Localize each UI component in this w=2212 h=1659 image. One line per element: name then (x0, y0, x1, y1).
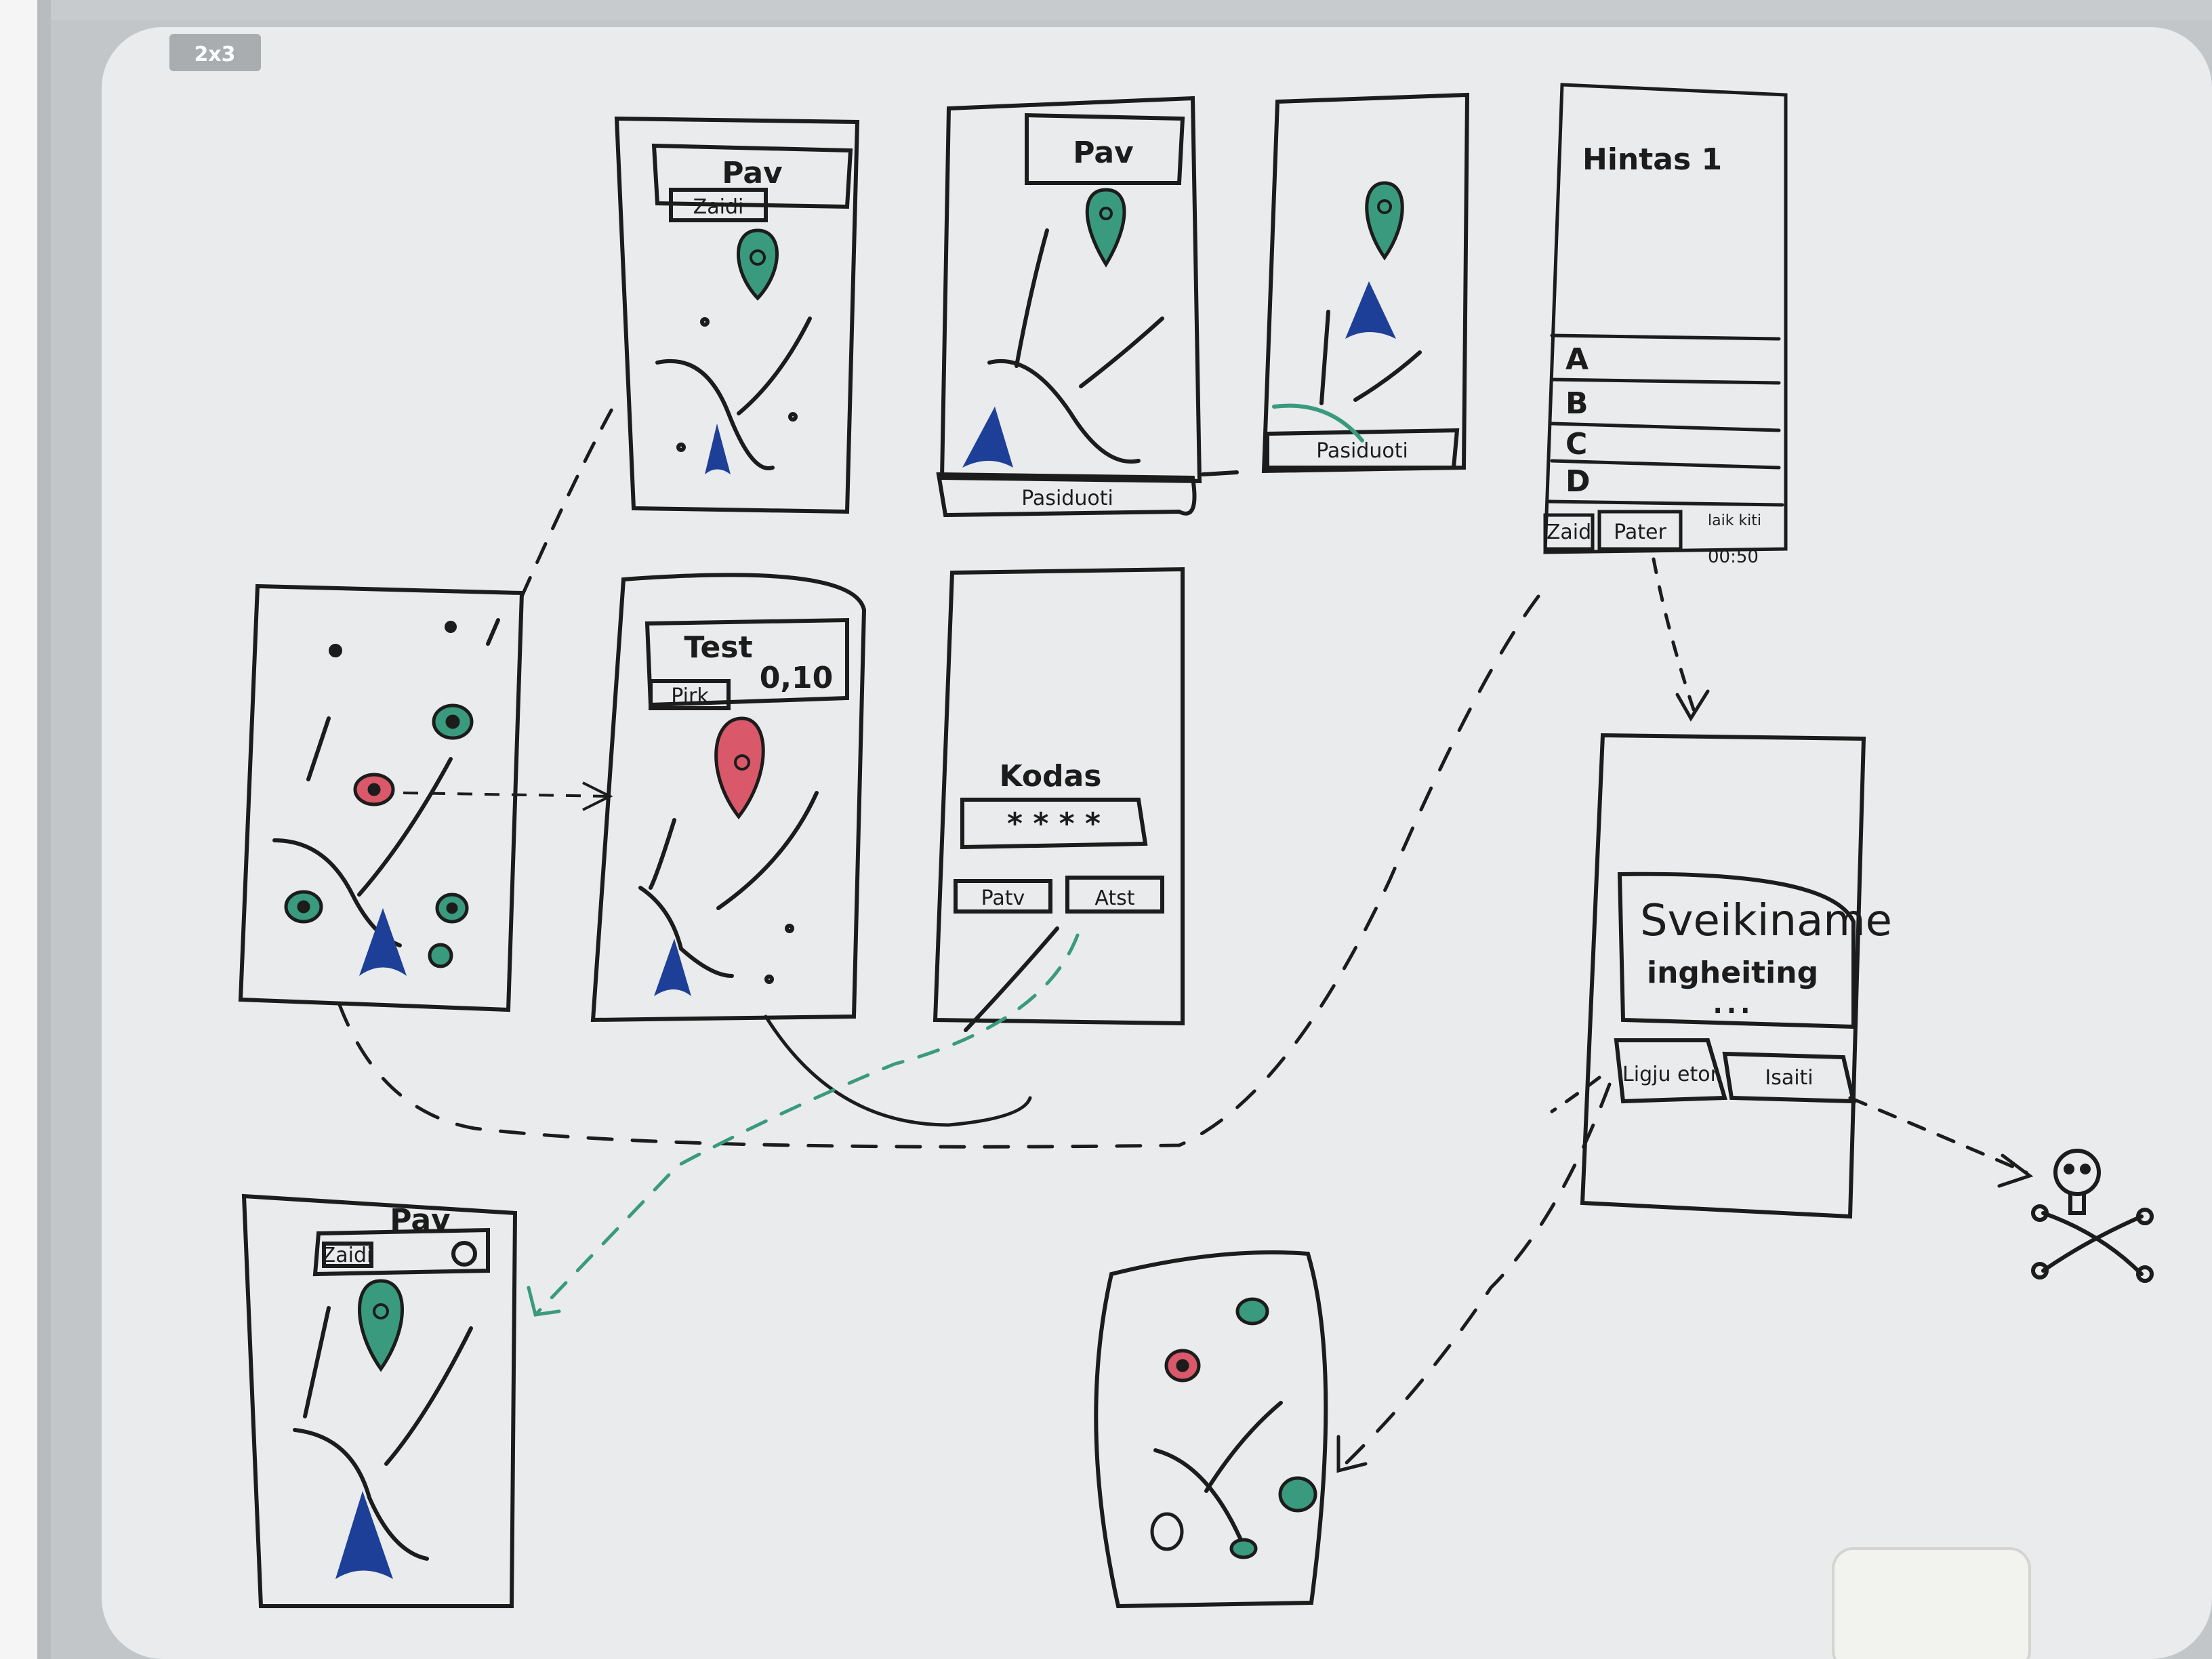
sketch-map-small (1261, 92, 1470, 474)
brand-logo-text: 2x3 (194, 43, 235, 66)
location-pin-icon (737, 228, 779, 301)
test-value: 0,10 (760, 661, 834, 695)
bottom-map-button[interactable]: Zaidi (322, 1244, 373, 1267)
hints-timer-label: laik kiti (1708, 512, 1761, 529)
user-arrow-icon (705, 424, 731, 474)
hints-option-b[interactable]: B (1565, 386, 1589, 421)
whiteboard-surface (102, 27, 2212, 1659)
user-arrow-icon (1345, 281, 1396, 339)
light-switch (1832, 1547, 2031, 1659)
code-label: Kodas (1000, 759, 1102, 794)
dialog-dots: ... (1711, 974, 1752, 1024)
map-plain-footer[interactable]: Pasiduoti (1021, 487, 1113, 510)
location-pin-icon (358, 1279, 404, 1372)
code-confirm-button[interactable]: Patv (981, 886, 1025, 910)
map-small-footer[interactable]: Pasiduoti (1316, 439, 1408, 463)
sketch-bottom-center-map (1094, 1250, 1328, 1609)
code-field[interactable]: * * * * (1007, 806, 1101, 841)
sketch-hints (1543, 83, 1788, 554)
user-arrow-icon (654, 939, 691, 996)
location-pin-icon (714, 716, 765, 820)
map-header-title: Pav (722, 156, 783, 190)
dialog-message-line1: Sveikiname (1640, 896, 1892, 946)
hints-option-a[interactable]: A (1565, 342, 1589, 377)
test-button[interactable]: Pirk (671, 684, 709, 708)
hints-button-confirm[interactable]: Pater (1614, 520, 1666, 544)
user-arrow-icon (962, 407, 1013, 468)
brand-logo (169, 34, 261, 71)
flow-arrows (337, 405, 2034, 1473)
hints-option-c[interactable]: C (1565, 427, 1587, 462)
waypoint-markers (284, 703, 474, 968)
sketch-code-screen (933, 567, 1185, 1032)
user-arrow-icon (335, 1491, 393, 1579)
location-pin-icon (1365, 181, 1404, 261)
waypoint-markers (1150, 1297, 1317, 1559)
location-pin-icon (1085, 188, 1126, 268)
hints-title: Hintas 1 (1582, 142, 1722, 177)
sketch-test-screen (590, 573, 867, 1023)
hints-timer-value: 00:50 (1708, 547, 1759, 567)
sketch-bottom-map (241, 1193, 518, 1608)
test-title: Test (684, 630, 752, 665)
hints-option-d[interactable]: D (1565, 464, 1591, 499)
map-header-button[interactable]: Zaidi (693, 195, 744, 219)
sketch-map-plain (936, 96, 1239, 518)
hints-button-play[interactable]: Zaid (1547, 520, 1591, 544)
skull-crossbones-icon (2031, 1149, 2154, 1283)
bottom-map-title: Pav (390, 1203, 451, 1237)
code-cancel-button[interactable]: Atst (1094, 886, 1134, 910)
dialog-message-line2: ingheiting (1647, 956, 1818, 990)
dialog-exit-button[interactable]: Isaiti (1765, 1066, 1813, 1090)
dialog-play-again-button[interactable]: Ligju etor (1622, 1063, 1719, 1086)
sketch-map-with-header (614, 116, 860, 514)
map-plain-title: Pav (1073, 136, 1134, 170)
user-arrow-icon (359, 908, 407, 976)
sketch-dialog-screen (1580, 733, 1866, 1219)
